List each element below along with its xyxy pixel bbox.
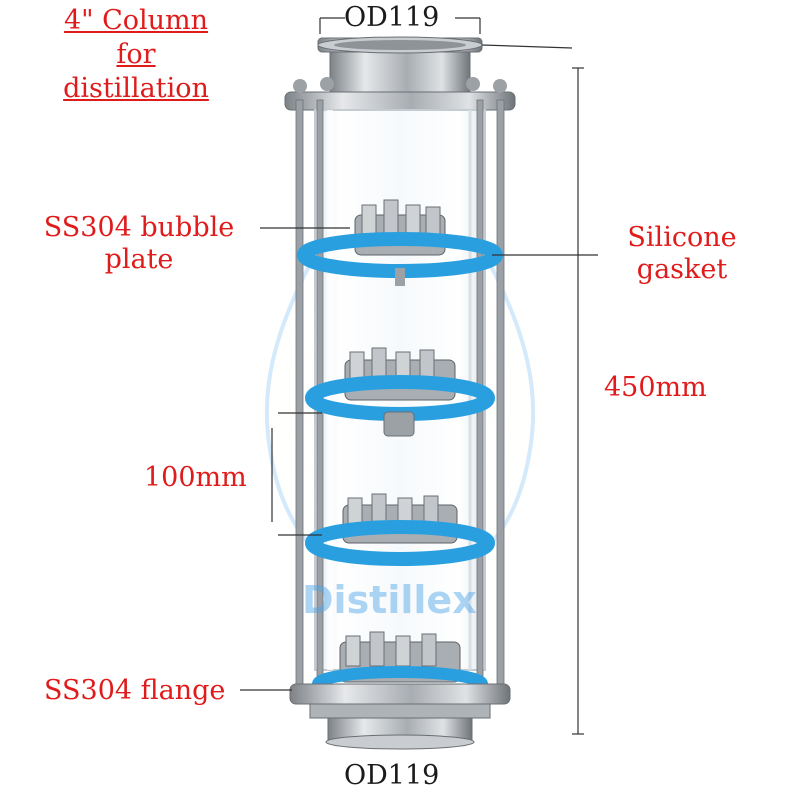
- bubble-plate-label: SS304 bubble plate: [34, 212, 244, 276]
- top-flange: [284, 77, 516, 111]
- top-od-label: OD119: [344, 2, 440, 33]
- bottom-od-label: OD119: [344, 760, 440, 791]
- title-line-2: for: [116, 38, 156, 70]
- title: 4" Column for distillation: [36, 4, 236, 105]
- bubble-plate-2: [305, 347, 495, 437]
- bottom-flange: [289, 683, 511, 750]
- title-line-1: 4" Column: [63, 5, 209, 36]
- bubble-plate-3: [305, 493, 495, 566]
- dimension-lines: [240, 17, 598, 735]
- watermark-text: Distillex: [302, 578, 477, 622]
- silicone-gasket-label-line-1: Silicone: [627, 222, 737, 253]
- silicone-gasket-label: Silicone gasket: [612, 222, 752, 286]
- title-line-3: distillation: [63, 72, 209, 104]
- flange-label: SS304 flange: [44, 675, 226, 706]
- spacing-label: 100mm: [144, 462, 247, 493]
- height-label: 450mm: [604, 372, 707, 403]
- top-ferrule: [317, 36, 483, 93]
- bubble-plate-label-line-1: SS304 bubble: [43, 212, 235, 243]
- silicone-gasket-label-line-2: gasket: [636, 253, 728, 285]
- bubble-plate-label-line-2: plate: [104, 243, 174, 275]
